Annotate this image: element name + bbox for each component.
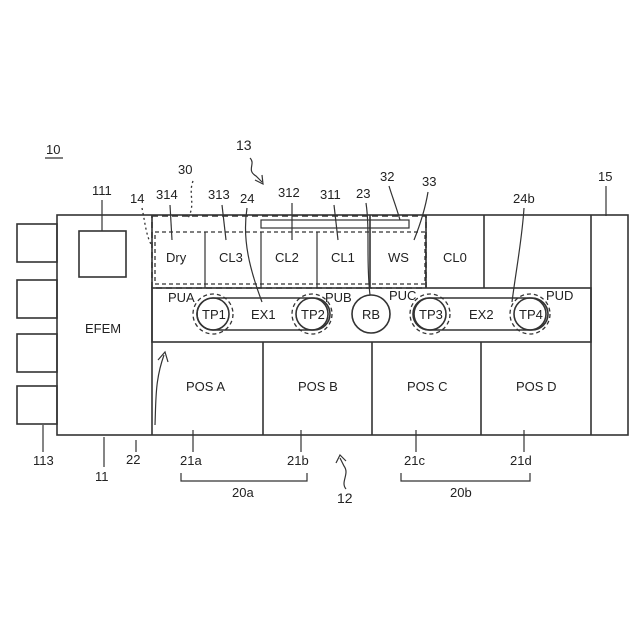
top-bar-32 bbox=[261, 220, 409, 228]
ref-15-label: 15 bbox=[598, 169, 612, 184]
ref-20a-label: 20a bbox=[232, 485, 254, 500]
unit-cl0-label: CL0 bbox=[443, 250, 467, 265]
pos-b-label: POS B bbox=[298, 379, 338, 394]
pos-c-label: POS C bbox=[407, 379, 447, 394]
ref-111-label: 111 bbox=[92, 183, 112, 198]
tp2-label: TP2 bbox=[301, 307, 325, 322]
pud-label: PUD bbox=[546, 288, 573, 303]
unit-dry-label: Dry bbox=[166, 250, 187, 265]
unit-ws-label: WS bbox=[388, 250, 409, 265]
ref-12-label: 12 bbox=[337, 490, 353, 506]
ex1-label: EX1 bbox=[251, 307, 276, 322]
ref-21b-label: 21b bbox=[287, 453, 309, 468]
ref-24b-label: 24b bbox=[513, 191, 535, 206]
load-port-2 bbox=[17, 280, 57, 318]
bracket-20b bbox=[401, 473, 530, 481]
ref-system-label: 10 bbox=[46, 142, 60, 157]
ref-32-label: 32 bbox=[380, 169, 394, 184]
pos-a-label: POS A bbox=[186, 379, 225, 394]
pos-d-label: POS D bbox=[516, 379, 556, 394]
tp3-label: TP3 bbox=[419, 307, 443, 322]
ex2-label: EX2 bbox=[469, 307, 494, 322]
ref-30-leader bbox=[188, 181, 193, 218]
ref-13-leader bbox=[250, 158, 262, 182]
ref-11-label: 11 bbox=[95, 469, 109, 484]
ref-313-leader bbox=[222, 205, 226, 240]
ref-30-label: 30 bbox=[178, 162, 192, 177]
load-port-3 bbox=[17, 334, 57, 372]
puc-label: PUC bbox=[389, 288, 416, 303]
efem-label: EFEM bbox=[85, 321, 121, 336]
pub-label: PUB bbox=[325, 290, 352, 305]
efem-box-111 bbox=[79, 231, 126, 277]
ref-33-label: 33 bbox=[422, 174, 436, 189]
ref-22-label: 22 bbox=[126, 452, 140, 467]
ref-14-leader bbox=[142, 208, 152, 246]
ref-22-arrow bbox=[155, 355, 164, 425]
ref-311-leader bbox=[334, 205, 338, 240]
load-port-1 bbox=[17, 224, 57, 262]
tp4-label: TP4 bbox=[519, 307, 543, 322]
ref-24-label: 24 bbox=[240, 191, 254, 206]
unit-cl3-label: CL3 bbox=[219, 250, 243, 265]
bracket-20a bbox=[181, 473, 307, 481]
tp1-label: TP1 bbox=[202, 307, 226, 322]
ref-311-label: 311 bbox=[320, 187, 341, 202]
load-port-4 bbox=[17, 386, 57, 424]
ref-314-leader bbox=[170, 205, 172, 240]
ref-21d-label: 21d bbox=[510, 453, 532, 468]
ref-113-label: 113 bbox=[33, 453, 54, 468]
ref-21c-label: 21c bbox=[404, 453, 425, 468]
rb-label: RB bbox=[362, 307, 380, 322]
unit-cl2-label: CL2 bbox=[275, 250, 299, 265]
unit-cl1-label: CL1 bbox=[331, 250, 355, 265]
ref-23-label: 23 bbox=[356, 186, 370, 201]
ref-14-label: 14 bbox=[130, 191, 144, 206]
ref-314-label: 314 bbox=[156, 187, 178, 202]
ref-20b-label: 20b bbox=[450, 485, 472, 500]
ref-21a-label: 21a bbox=[180, 453, 202, 468]
ref-313-label: 313 bbox=[208, 187, 230, 202]
pua-label: PUA bbox=[168, 290, 195, 305]
ref-12-leader bbox=[340, 458, 346, 489]
ref-13-label: 13 bbox=[236, 137, 252, 153]
ref-312-label: 312 bbox=[278, 185, 300, 200]
